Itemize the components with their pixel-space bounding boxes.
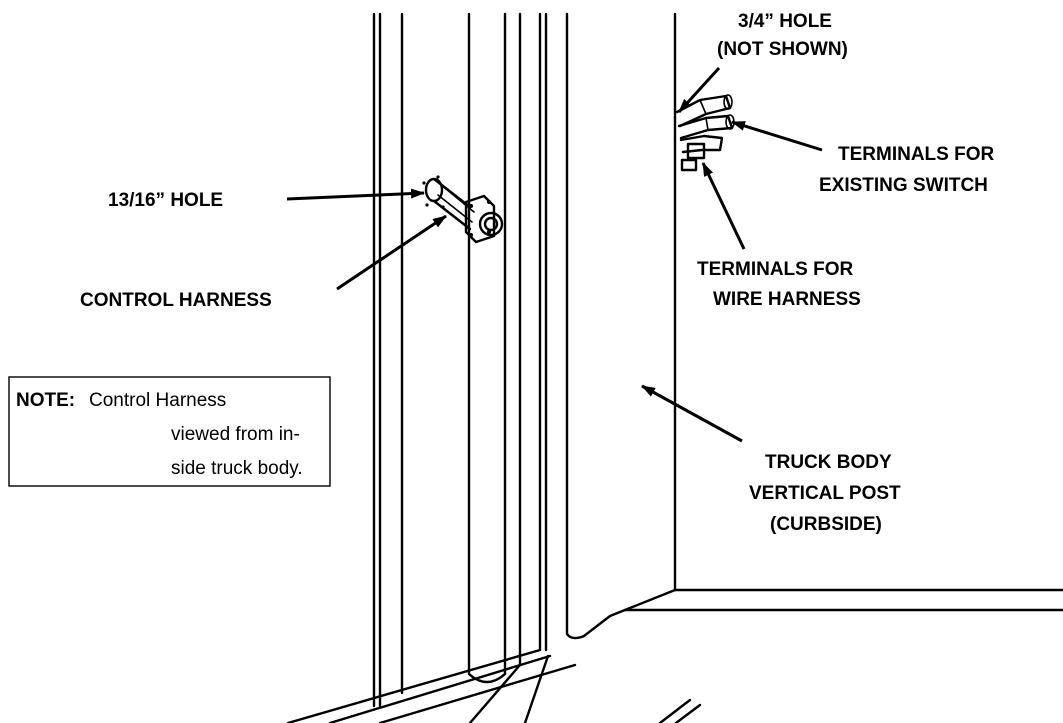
arrow-13-16-hole (286, 188, 425, 201)
label-terminals-existing-1: TERMINALS FOR (838, 144, 994, 165)
label-13-16-hole: 13/16” HOLE (108, 190, 223, 211)
note-line-1: Control Harness (89, 390, 226, 411)
label-control-harness: CONTROL HARNESS (80, 290, 272, 311)
control-harness-connector (422, 175, 504, 244)
label-truck-body-1: TRUCK BODY (765, 452, 892, 473)
note-line-3: side truck body. (171, 458, 303, 479)
note-heading: NOTE: (16, 390, 75, 411)
label-terminals-wire-2: WIRE HARNESS (713, 289, 861, 310)
note-line-2: viewed from in- (171, 424, 300, 445)
arrow-control-harness (336, 214, 447, 291)
label-terminals-existing-2: EXISTING SWITCH (819, 175, 988, 196)
post-outline (286, 12, 1063, 723)
label-truck-body-3: (CURBSIDE) (770, 514, 882, 535)
arrow-3-4-hole (677, 66, 721, 114)
arrow-terminals-wire (701, 162, 746, 250)
label-3-4-hole: 3/4” HOLE (738, 11, 832, 32)
note-box: NOTE: Control Harness viewed from in- si… (8, 376, 331, 487)
arrow-truck-body (641, 384, 743, 443)
label-not-shown: (NOT SHOWN) (717, 39, 848, 60)
arrow-terminals-existing (731, 120, 823, 152)
label-truck-body-2: VERTICAL POST (749, 483, 901, 504)
label-terminals-wire-1: TERMINALS FOR (697, 259, 853, 280)
